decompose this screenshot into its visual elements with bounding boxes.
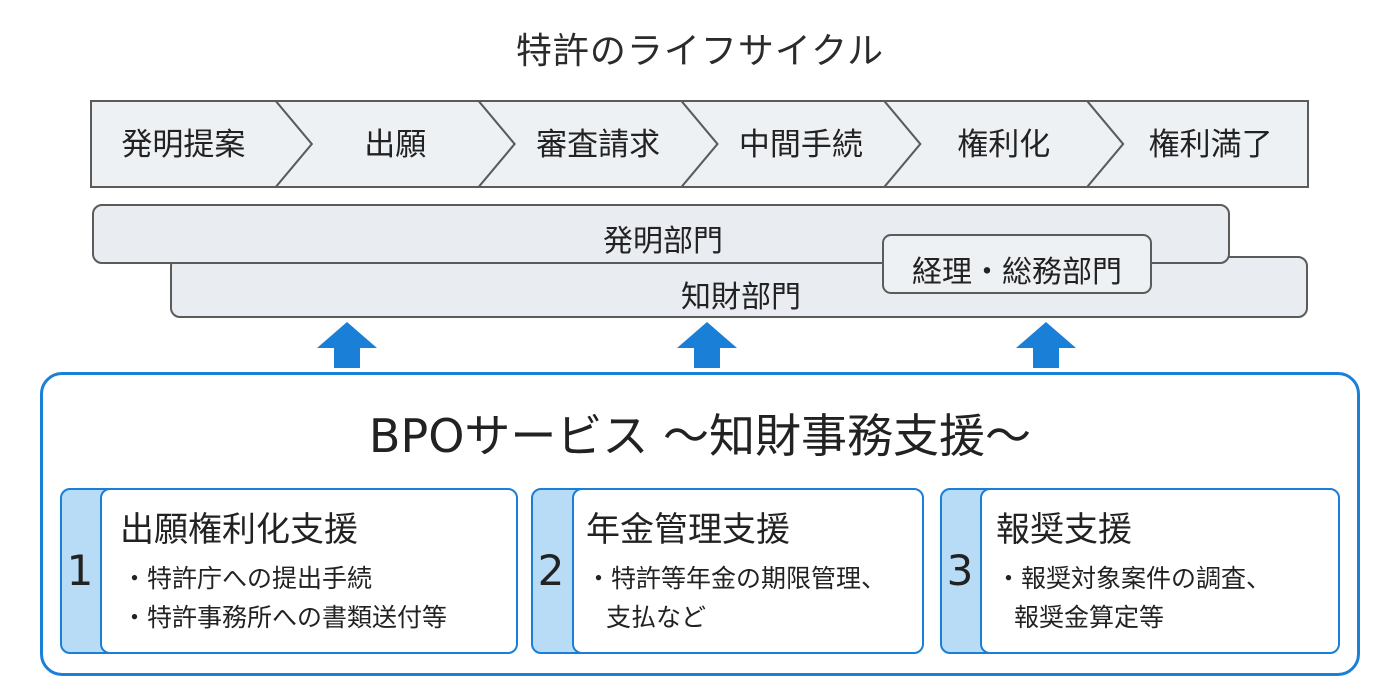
card-application-support bbox=[100, 488, 518, 654]
accounting-department-label: 経理・総務部門 bbox=[912, 255, 1122, 290]
ip-department-label: 知財部門 bbox=[681, 280, 801, 315]
up-arrow-icon bbox=[1016, 322, 1076, 368]
stage-label: 権利満了 bbox=[1149, 127, 1273, 163]
card-line: 報奨金算定等 bbox=[1014, 603, 1165, 632]
stage-label: 審査請求 bbox=[536, 127, 660, 163]
invention-department-label: 発明部門 bbox=[603, 224, 723, 259]
diagram-title: 特許のライフサイクル bbox=[515, 31, 885, 72]
card-line: ・特許庁への提出手続 bbox=[122, 564, 373, 593]
card-number: 1 bbox=[66, 546, 94, 595]
card-number: 2 bbox=[537, 546, 565, 595]
stage-label: 発明提案 bbox=[121, 127, 245, 163]
card-line: 支払など bbox=[606, 603, 707, 632]
card-line: ・特許等年金の期限管理、 bbox=[586, 564, 887, 593]
card-line: ・特許事務所への書類送付等 bbox=[122, 603, 448, 632]
card-heading: 報奨支援 bbox=[996, 510, 1132, 550]
accounting-department-box: 経理・総務部門 bbox=[882, 234, 1152, 294]
up-arrow-icon bbox=[317, 322, 377, 368]
card-annuity-management bbox=[572, 488, 924, 654]
card-heading: 年金管理支援 bbox=[586, 510, 790, 550]
card-reward-support bbox=[980, 488, 1340, 654]
lifecycle-flow: 発明提案 出願 審査請求 中間手続 権利化 権利満了 bbox=[90, 100, 1309, 188]
stage-chevron bbox=[1085, 100, 1309, 188]
stage-label: 権利化 bbox=[957, 127, 1050, 163]
up-arrow-icon bbox=[677, 322, 737, 368]
card-line: ・報奨対象案件の調査、 bbox=[996, 564, 1272, 593]
card-number: 3 bbox=[946, 546, 974, 595]
bpo-service-title: BPOサービス ～知財事務支援～ bbox=[368, 409, 1032, 463]
card-heading: 出願権利化支援 bbox=[120, 510, 358, 550]
stage-label: 中間手続 bbox=[739, 127, 863, 163]
stage-label: 出願 bbox=[364, 127, 426, 163]
